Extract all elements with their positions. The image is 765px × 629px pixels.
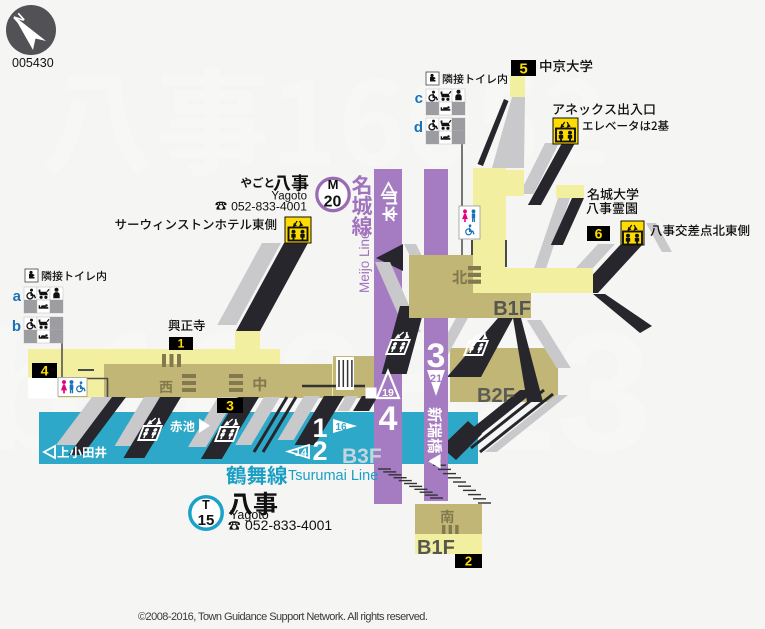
svg-text:14: 14 bbox=[295, 447, 308, 459]
svg-text:6: 6 bbox=[595, 226, 603, 242]
svg-text:c: c bbox=[415, 90, 423, 107]
svg-text:052-833-4001: 052-833-4001 bbox=[245, 517, 332, 533]
svg-text:T: T bbox=[202, 498, 210, 512]
svg-text:B1F: B1F bbox=[417, 537, 455, 559]
svg-text:19: 19 bbox=[382, 387, 394, 399]
svg-text:2: 2 bbox=[465, 554, 472, 569]
svg-text:Yagoto: Yagoto bbox=[271, 191, 307, 203]
svg-text:4: 4 bbox=[379, 400, 398, 438]
svg-text:©2008-2016, Town Guidance Supp: ©2008-2016, Town Guidance Support Networ… bbox=[138, 611, 428, 623]
svg-text:a: a bbox=[13, 288, 22, 305]
svg-text:005430: 005430 bbox=[12, 56, 54, 70]
svg-text:B1F: B1F bbox=[493, 298, 531, 320]
svg-text:Meijo Line: Meijo Line bbox=[357, 231, 372, 293]
svg-text:15: 15 bbox=[198, 512, 215, 529]
svg-text:1: 1 bbox=[178, 337, 185, 351]
svg-text:5: 5 bbox=[519, 61, 527, 78]
svg-text:b: b bbox=[12, 318, 21, 335]
svg-text:Yagoto: Yagoto bbox=[230, 508, 269, 522]
svg-text:B2F: B2F bbox=[477, 385, 515, 407]
svg-text:4: 4 bbox=[41, 363, 49, 379]
svg-text:B3F: B3F bbox=[342, 445, 382, 468]
svg-text:052-833-4001: 052-833-4001 bbox=[231, 200, 307, 214]
svg-text:2: 2 bbox=[312, 436, 327, 466]
svg-text:3: 3 bbox=[427, 337, 446, 375]
svg-text:20: 20 bbox=[324, 194, 342, 211]
svg-text:d: d bbox=[414, 119, 423, 136]
svg-text:21: 21 bbox=[430, 373, 442, 385]
svg-text:1: 1 bbox=[312, 413, 327, 443]
svg-text:16: 16 bbox=[335, 422, 347, 433]
svg-text:3: 3 bbox=[226, 398, 234, 414]
svg-text:M: M bbox=[328, 177, 339, 192]
svg-text:Tsurumai Line: Tsurumai Line bbox=[288, 468, 378, 484]
